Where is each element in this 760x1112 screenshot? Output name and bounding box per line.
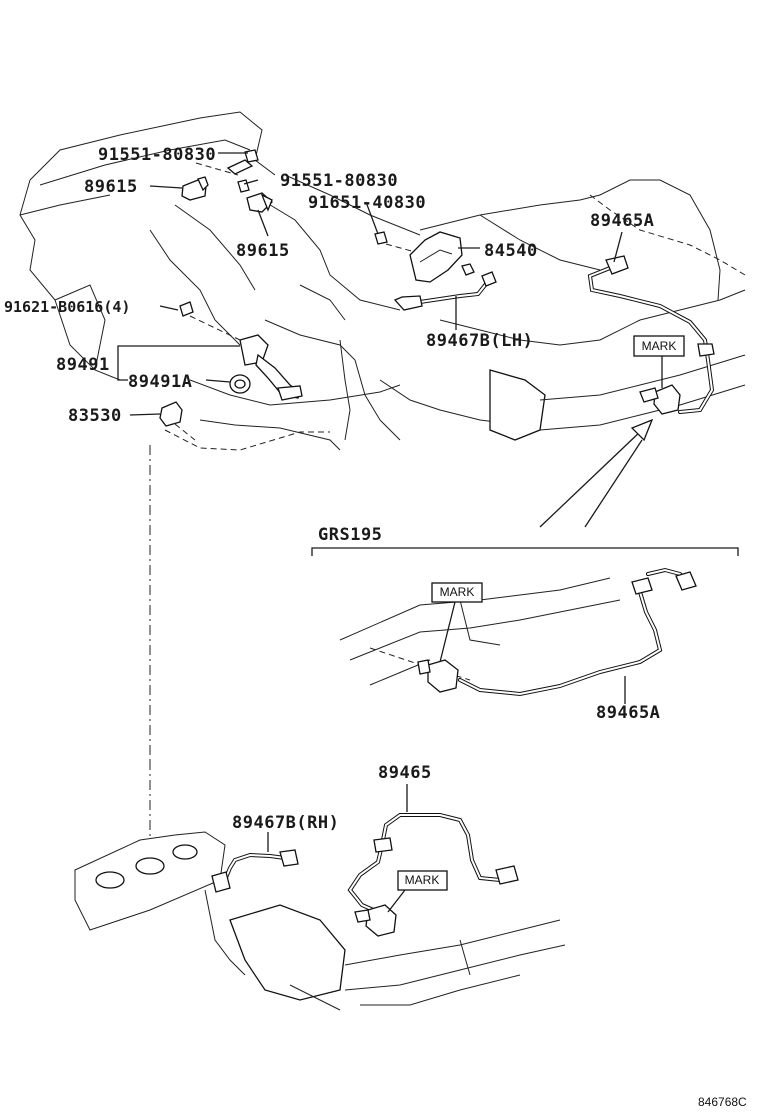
label-89491a: 89491A [128, 372, 192, 392]
label-91551-80830-top: 91551-80830 [98, 145, 216, 165]
engine-outline [19, 111, 746, 451]
mark-text-bottom: MARK [405, 873, 440, 887]
sensor-84540-part [409, 231, 475, 283]
detail-title-grs195: GRS195 [318, 525, 382, 545]
detail-arrows [539, 418, 654, 528]
label-91651-40830: 91651-40830 [308, 193, 426, 213]
label-89467b-lh: 89467B(LH) [426, 331, 533, 351]
label-89491: 89491 [56, 355, 110, 375]
mark-text-detail: MARK [440, 585, 475, 599]
o2-sensor-89465-part: MARK [267, 784, 519, 937]
diagram-code: 846768C [698, 1095, 747, 1109]
label-89467b-rh: 89467B(RH) [232, 813, 339, 833]
o2-sensor-89465a-top-part [587, 255, 715, 415]
switch-83530-part [159, 401, 183, 427]
bracket-89491-part [239, 334, 303, 401]
exhaust-manifold-rh [74, 831, 566, 1011]
label-89465a-top: 89465A [590, 211, 654, 231]
label-89465: 89465 [378, 763, 432, 783]
sensor-89615-left-part [181, 176, 209, 201]
mark-text-top: MARK [642, 339, 677, 353]
label-91551-80830-mid: 91551-80830 [280, 171, 398, 191]
label-89615-mid: 89615 [236, 241, 290, 261]
detail-grs195: GRS195 MARK 89465A [311, 525, 739, 723]
label-89615-left: 89615 [84, 177, 138, 197]
gasket-89491a-part [229, 374, 251, 394]
bolt-top-part [226, 149, 259, 175]
sensor-89615-mid-part [237, 179, 273, 213]
label-83530: 83530 [68, 406, 122, 426]
bolt-left-part [179, 301, 194, 317]
label-89465a-detail: 89465A [596, 703, 660, 723]
mark-box-top: MARK [633, 335, 685, 357]
top-leaders [117, 152, 663, 441]
label-91621-b0616: 91621-B0616(4) [4, 298, 130, 316]
bolt-small-part [374, 231, 388, 245]
label-84540: 84540 [484, 241, 538, 261]
o2-sensor-rh-part [211, 849, 299, 893]
o2-sensor-lh-part [393, 271, 497, 311]
